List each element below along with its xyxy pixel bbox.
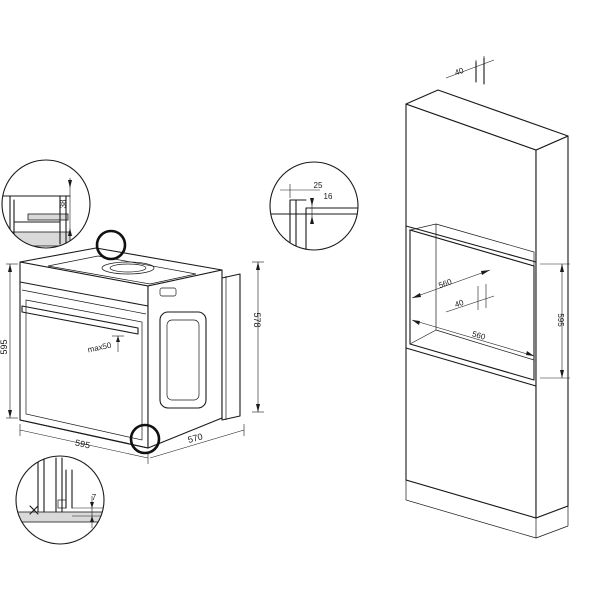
oven-control-panel: [19, 281, 149, 307]
dim-niche-depth: 560: [411, 269, 491, 299]
dim-oven-width: 595: [19, 424, 149, 464]
detail-top-right-label-b: 16: [324, 192, 333, 201]
oven-drawing: 595 595 570 578 max50: [0, 229, 264, 464]
dim-cabinet-top-gap-label: 40: [453, 66, 465, 78]
oven-top-plate: [47, 255, 197, 285]
dim-oven-side-height: 578: [252, 261, 264, 413]
oven-door: [25, 299, 143, 441]
detail-bottom-left: 7: [15, 455, 105, 545]
detail-circle-bottom: [129, 423, 161, 455]
detail-top-right-label-a: 25: [314, 181, 323, 190]
oven-front-face: [19, 261, 149, 449]
cabinet-side: [535, 135, 569, 519]
detail-circle-top: [95, 229, 127, 261]
detail-bottom-left-label: 7: [92, 493, 97, 502]
dim-cabinet-top-gap: 40: [445, 56, 495, 79]
oven-handle: [21, 305, 139, 335]
detail-top-left: 38: [1, 159, 91, 249]
dim-niche-rear-gap: 40: [445, 284, 495, 313]
dim-niche-height: 595: [540, 263, 570, 379]
detail-top-left-label: 38: [59, 199, 68, 208]
detail-top-right: 25 16: [269, 161, 359, 251]
dim-oven-depth-label: 570: [187, 431, 204, 445]
dim-niche-depth-label: 560: [437, 277, 453, 290]
cabinet-top: [405, 89, 569, 151]
dim-oven-side-height-label: 578: [252, 312, 262, 327]
dim-niche-height-label: 595: [556, 313, 565, 327]
dim-niche-width: 560: [411, 319, 535, 357]
dim-oven-depth: 570: [149, 424, 245, 459]
dim-niche-width-label: 560: [471, 329, 487, 341]
oven-top-vent: [101, 261, 155, 275]
oven-side-window: [159, 311, 207, 409]
cabinet-drawing: 40 560 40 560 595: [405, 56, 570, 539]
oven-side-face: [147, 269, 223, 449]
dim-niche-rear-gap-label: 40: [453, 298, 465, 310]
dim-oven-width-label: 595: [74, 438, 91, 451]
dim-oven-height: 595: [0, 263, 18, 419]
dim-oven-height-label: 595: [0, 339, 9, 354]
